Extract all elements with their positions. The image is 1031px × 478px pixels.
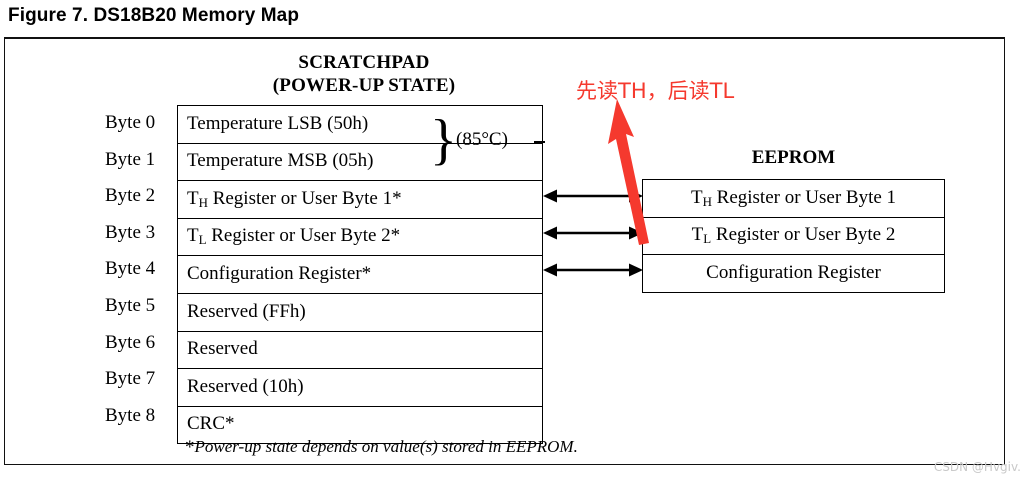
page-title: Figure 7. DS18B20 Memory Map <box>8 5 300 26</box>
scratchpad-cell-text-4: Configuration Register* <box>187 263 372 285</box>
scratchpad-cell-prefix-3: T <box>187 225 199 247</box>
double-arrow-icon-th <box>543 189 643 203</box>
table-row: Reserved <box>177 330 543 370</box>
scratchpad-cell-text-0: Temperature LSB (50h) <box>187 112 369 134</box>
scratchpad-cell-byte3: TL Register or User Byte 2* <box>177 217 543 257</box>
temperature-brace-group: } (85°C) <box>430 107 545 180</box>
scratchpad-heading-line2: (POWER-UP STATE) <box>272 75 456 96</box>
double-arrow-icon-config <box>543 263 643 277</box>
curly-brace-icon: } <box>430 109 457 171</box>
table-row: CRC* <box>177 405 543 445</box>
scratchpad-table: Temperature LSB (50h) Temperature MSB (0… <box>177 105 543 445</box>
eeprom-cell-th: TH Register or User Byte 1 <box>642 179 945 218</box>
table-row: TL Register or User Byte 2 <box>642 216 945 256</box>
footnote-asterisk: * <box>185 437 195 458</box>
scratchpad-cell-text-1: Temperature MSB (05h) <box>187 150 374 172</box>
scratchpad-cell-byte0: Temperature LSB (50h) <box>177 105 543 144</box>
eeprom-cell-text-1: Register or User Byte 2 <box>711 224 896 246</box>
scratchpad-cell-byte1: Temperature MSB (05h) <box>177 142 543 182</box>
byte-label-4: Byte 4 <box>105 258 156 280</box>
table-row: TL Register or User Byte 2* <box>177 217 543 257</box>
scratchpad-cell-sub-2: H <box>198 195 208 211</box>
scratchpad-cell-text-6: Reserved <box>187 338 258 360</box>
byte-label-3: Byte 3 <box>105 221 156 243</box>
eeprom-cell-sub-1: L <box>703 231 712 247</box>
table-row: Reserved (FFh) <box>177 292 543 332</box>
scratchpad-cell-byte8: CRC* <box>177 405 543 445</box>
scratchpad-cell-byte2: TH Register or User Byte 1* <box>177 180 543 219</box>
eeprom-cell-prefix-0: T <box>690 186 703 208</box>
footnote-text: Power-up state depends on value(s) store… <box>194 437 578 456</box>
scratchpad-cell-byte6: Reserved <box>177 330 543 370</box>
scratchpad-cell-text-2: Register or User Byte 1* <box>207 187 402 209</box>
eeprom-heading: EEPROM <box>751 147 836 168</box>
scratchpad-heading: SCRATCHPAD (POWER-UP STATE) <box>181 51 547 97</box>
temperature-leader-dash <box>534 141 545 143</box>
scratchpad-cell-byte5: Reserved (FFh) <box>177 292 543 332</box>
eeprom-cell-sub-0: H <box>702 193 712 209</box>
eeprom-cell-prefix-1: T <box>691 224 704 246</box>
scratchpad-heading-line1: SCRATCHPAD <box>298 52 430 73</box>
scratchpad-cell-text-3: Register or User Byte 2* <box>206 225 401 247</box>
scratchpad-cell-prefix-2: T <box>187 187 199 209</box>
table-row: Temperature MSB (05h) <box>177 142 543 182</box>
scratchpad-cell-sub-3: L <box>198 232 207 248</box>
table-row: TH Register or User Byte 1* <box>177 180 543 219</box>
scratchpad-cell-text-5: Reserved (FFh) <box>187 300 306 322</box>
scratchpad-cell-byte7: Reserved (10h) <box>177 368 543 407</box>
byte-label-1: Byte 1 <box>105 148 156 170</box>
byte-label-2: Byte 2 <box>105 185 156 207</box>
byte-label-0: Byte 0 <box>105 112 156 133</box>
table-row: TH Register or User Byte 1 <box>642 179 945 218</box>
table-row: Configuration Register* <box>177 255 543 294</box>
byte-label-column: Byte 0 Byte 1 Byte 2 Byte 3 Byte 4 Byte … <box>105 105 175 434</box>
byte-label-6: Byte 6 <box>105 331 156 353</box>
table-row: Temperature LSB (50h) <box>177 105 543 144</box>
table-row: Configuration Register <box>642 254 945 293</box>
eeprom-cell-tl: TL Register or User Byte 2 <box>642 216 945 256</box>
footnote: *Power-up state depends on value(s) stor… <box>185 437 578 459</box>
scratchpad-cell-byte4: Configuration Register* <box>177 255 543 294</box>
table-row: Reserved (10h) <box>177 368 543 407</box>
byte-label-7: Byte 7 <box>105 368 156 390</box>
eeprom-table: TH Register or User Byte 1 TL Register o… <box>642 179 945 293</box>
red-annotation-text: 先读TH，后读TL <box>576 79 735 103</box>
byte-label-5: Byte 5 <box>105 294 156 316</box>
scratchpad-cell-text-7: Reserved (10h) <box>187 375 304 397</box>
scratchpad-cell-text-8: CRC* <box>187 413 235 435</box>
temperature-value-label: (85°C) <box>456 129 508 150</box>
eeprom-cell-text-2: Configuration Register <box>706 261 881 283</box>
byte-label-8: Byte 8 <box>105 404 156 426</box>
eeprom-cell-text-0: Register or User Byte 1 <box>711 186 897 208</box>
double-arrow-icon-tl <box>543 226 643 240</box>
eeprom-cell-config: Configuration Register <box>642 254 945 293</box>
watermark: CSDN @Hvgiv. <box>933 460 1021 474</box>
figure-frame: SCRATCHPAD (POWER-UP STATE) Byte 0 Byte … <box>4 37 1005 465</box>
